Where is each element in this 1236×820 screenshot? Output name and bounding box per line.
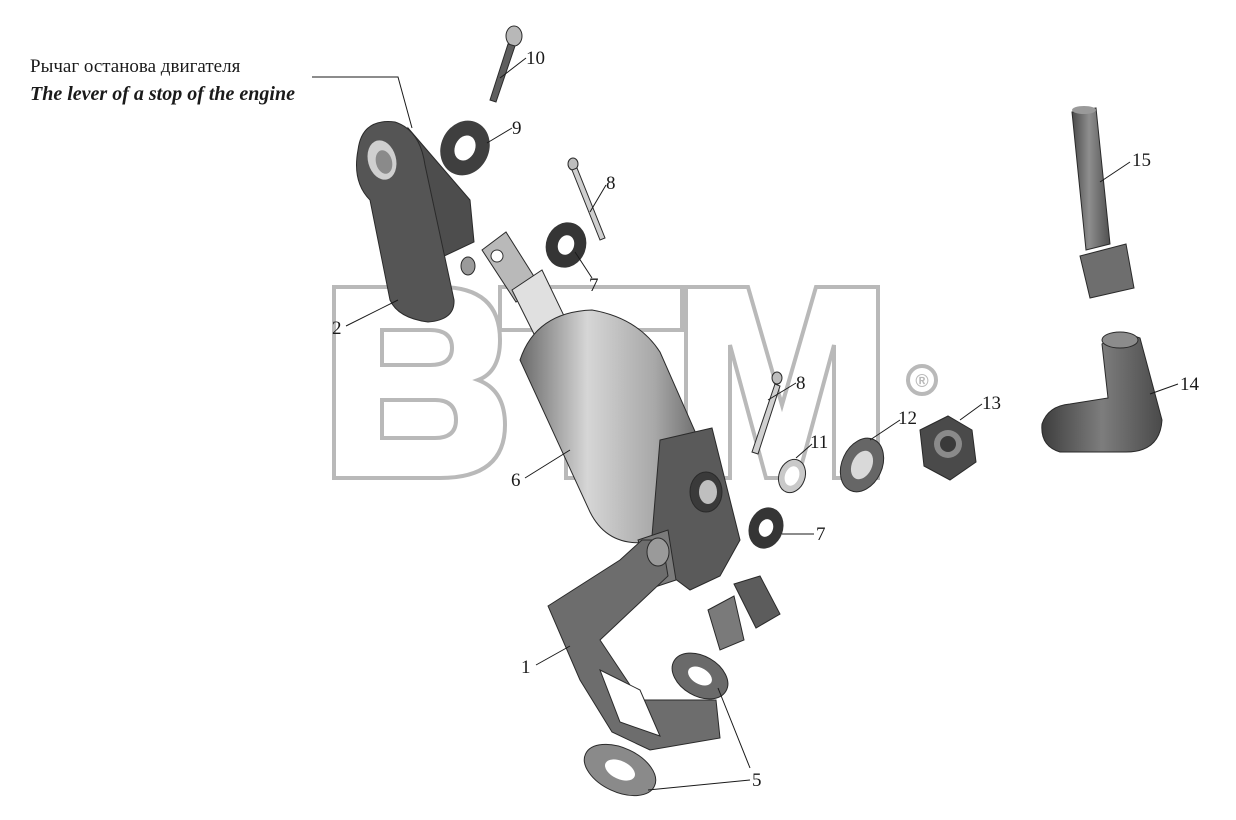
callout-8-upper: 8 bbox=[606, 173, 616, 194]
caption-english: The lever of a stop of the engine bbox=[30, 83, 295, 105]
callout-7-upper: 7 bbox=[589, 275, 599, 296]
part-10-cotter-pin bbox=[489, 25, 523, 103]
caption-leader-line bbox=[312, 76, 413, 129]
callout-14: 14 bbox=[1180, 374, 1200, 395]
part-2-stop-lever bbox=[356, 121, 476, 323]
callout-11: 11 bbox=[810, 432, 828, 453]
caption-russian: Рычаг останова двигателя bbox=[30, 56, 241, 77]
part-7-upper-washer bbox=[545, 222, 587, 268]
part-1-bracket bbox=[547, 537, 721, 751]
part-5-washers bbox=[583, 652, 729, 797]
callout-9: 9 bbox=[512, 118, 522, 139]
part-13-nut bbox=[919, 415, 977, 481]
part-15-pipe bbox=[1071, 106, 1135, 299]
callout-12: 12 bbox=[898, 408, 917, 429]
part-bolt bbox=[707, 575, 781, 651]
leader-lines bbox=[345, 57, 1179, 791]
callout-13: 13 bbox=[982, 393, 1001, 414]
part-12-washer bbox=[839, 437, 885, 493]
part-8-right-cotter-pin bbox=[751, 371, 783, 455]
part-7-lower-washer bbox=[748, 507, 784, 549]
callout-6: 6 bbox=[511, 470, 521, 491]
callout-1: 1 bbox=[521, 657, 531, 678]
callout-2: 2 bbox=[332, 318, 342, 339]
callout-10: 10 bbox=[526, 48, 545, 69]
callout-15: 15 bbox=[1132, 150, 1151, 171]
part-11-ring bbox=[777, 458, 807, 494]
part-14-elbow-fitting bbox=[1041, 331, 1163, 453]
callout-8-right: 8 bbox=[796, 373, 806, 394]
callout-7-lower: 7 bbox=[816, 524, 826, 545]
callout-5: 5 bbox=[752, 770, 762, 791]
registered-mark: ® bbox=[915, 371, 928, 391]
part-8-upper-cotter-pin bbox=[567, 157, 606, 241]
part-9-washer bbox=[440, 120, 490, 176]
